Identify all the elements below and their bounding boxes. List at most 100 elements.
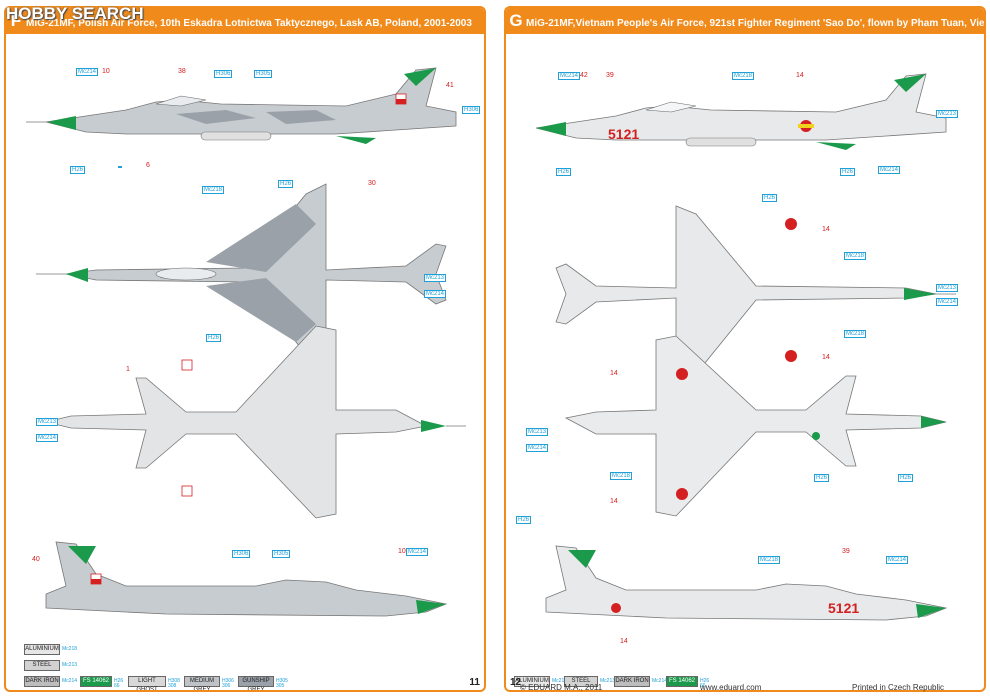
stencil-number: 39: [842, 548, 850, 555]
profile-title: MiG-21MF,Vietnam People's Air Force, 921…: [526, 18, 984, 29]
legend-swatch: LIGHT GHOST GREY: [128, 676, 166, 690]
stencil-number: 6: [146, 162, 150, 169]
legend-code: H26 66: [700, 678, 710, 689]
color-callout: Mc214: [36, 434, 59, 442]
left-profile-page: F MiG-21MF, Polish Air Force, 10th Eskadr…: [4, 6, 486, 692]
color-callout: Mc213: [526, 428, 549, 436]
color-callout: Mc213: [936, 284, 959, 292]
legend-code: Mc214: [62, 678, 78, 684]
stencil-number: 14: [610, 498, 618, 505]
color-callout: Mc213: [936, 110, 959, 118]
color-callout: Mc213: [36, 418, 59, 426]
color-callout: H306: [232, 550, 251, 558]
legend-swatch: GUNSHIP GREY: [238, 676, 274, 690]
color-callout: Mc218: [844, 330, 867, 338]
stencil-number: 14: [610, 370, 618, 377]
profile-letter: G: [509, 11, 523, 30]
legend-code: Mc213: [600, 678, 616, 684]
stencil-number: 40: [32, 556, 40, 563]
color-callout: Mc214: [936, 298, 959, 306]
color-callout: [118, 166, 122, 168]
stencil-number: 42: [580, 72, 588, 79]
color-callout: H305: [272, 550, 291, 558]
profile-title: MiG-21MF, Polish Air Force, 10th Eskadra…: [26, 18, 472, 29]
side-view-bottom: [545, 545, 948, 621]
aircraft-number: 5121: [608, 126, 640, 142]
color-callout: H26: [278, 180, 294, 188]
legend-code: Mc218: [62, 646, 78, 652]
side-view-top: [535, 73, 947, 150]
color-callout: H26: [70, 166, 86, 174]
color-callout: Mc218: [610, 472, 633, 480]
color-callout: Mc218: [732, 72, 755, 80]
color-callout: Mc218: [758, 556, 781, 564]
legend-swatch: DARK IRON: [24, 676, 60, 687]
stencil-number: 14: [822, 354, 830, 361]
color-callout: H306: [214, 70, 233, 78]
color-callout: Mc214: [76, 68, 99, 76]
stencil-number: 14: [796, 72, 804, 79]
stencil-number: 1: [126, 366, 130, 373]
left-aircraft-artwork: [26, 67, 466, 617]
legend-swatch: DARK IRON: [614, 676, 650, 687]
color-callout: H305: [254, 70, 273, 78]
top-view: [36, 183, 447, 363]
legend-swatch: ALUMINIUM: [24, 644, 60, 655]
legend-code: H308 308: [168, 678, 180, 689]
color-callout: Mc214: [886, 556, 909, 564]
bottom-view: [45, 325, 466, 519]
stencil-number: 39: [606, 72, 614, 79]
stencil-number: 10: [398, 548, 406, 555]
color-callout: Mc218: [202, 186, 225, 194]
legend-code: H305 305: [276, 678, 288, 689]
color-callout: H26: [516, 516, 532, 524]
color-callout: H26: [762, 194, 778, 202]
color-callout: Mc214: [406, 548, 429, 556]
color-callout: Mc214: [878, 166, 901, 174]
color-callout: H26: [814, 474, 830, 482]
color-callout: H26: [556, 168, 572, 176]
stencil-number: 14: [822, 226, 830, 233]
color-callout: Mc218: [844, 252, 867, 260]
stencil-number: 10: [102, 68, 110, 75]
legend-swatch: MEDIUM GREY: [184, 676, 220, 690]
watermark-logo: HOBBY SEARCH: [6, 4, 144, 23]
color-callout: H26: [206, 334, 222, 342]
stencil-number: 30: [368, 180, 376, 187]
bottom-view: [564, 335, 947, 517]
legend-swatch: STEEL: [564, 676, 598, 687]
legend-code: H26 66: [114, 678, 124, 689]
stencil-number: 14: [620, 638, 628, 645]
footer-copyright: © EDUARD M.A., 2011: [520, 683, 603, 692]
legend-swatch: FS 14062: [80, 676, 112, 687]
color-callout: Mc214: [558, 72, 581, 80]
color-callout: Mc214: [424, 290, 447, 298]
top-view: [555, 205, 956, 385]
color-callout: Mc214: [526, 444, 549, 452]
legend-code: Mc213: [62, 662, 78, 668]
page-number: 11: [469, 677, 480, 688]
side-view-bottom: [45, 541, 448, 617]
legend-code: H306 306: [222, 678, 234, 689]
color-callout: Mc213: [424, 274, 447, 282]
stencil-number: 41: [446, 82, 454, 89]
color-callout: H26: [840, 168, 856, 176]
legend-swatch: FS 14062: [666, 676, 698, 687]
side-view-top: [26, 67, 457, 144]
left-page-header: F MiG-21MF, Polish Air Force, 10th Eskadr…: [6, 8, 484, 34]
stencil-number: 38: [178, 68, 186, 75]
legend-code: Mc218: [552, 678, 568, 684]
footer-printed: Printed in Czech Republic: [852, 683, 945, 692]
page-number: 12: [510, 677, 522, 688]
right-aircraft-artwork: [535, 73, 956, 621]
footer-url: www.eduard.com: [700, 683, 762, 692]
aircraft-number: 5121: [828, 600, 860, 616]
legend-code: Mc214: [652, 678, 668, 684]
legend-swatch: STEEL: [24, 660, 60, 671]
legend-swatch: ALUMINIUM: [514, 676, 550, 687]
color-callout: H306: [462, 106, 481, 114]
profile-letter: F: [10, 11, 22, 30]
color-callout: H26: [898, 474, 914, 482]
